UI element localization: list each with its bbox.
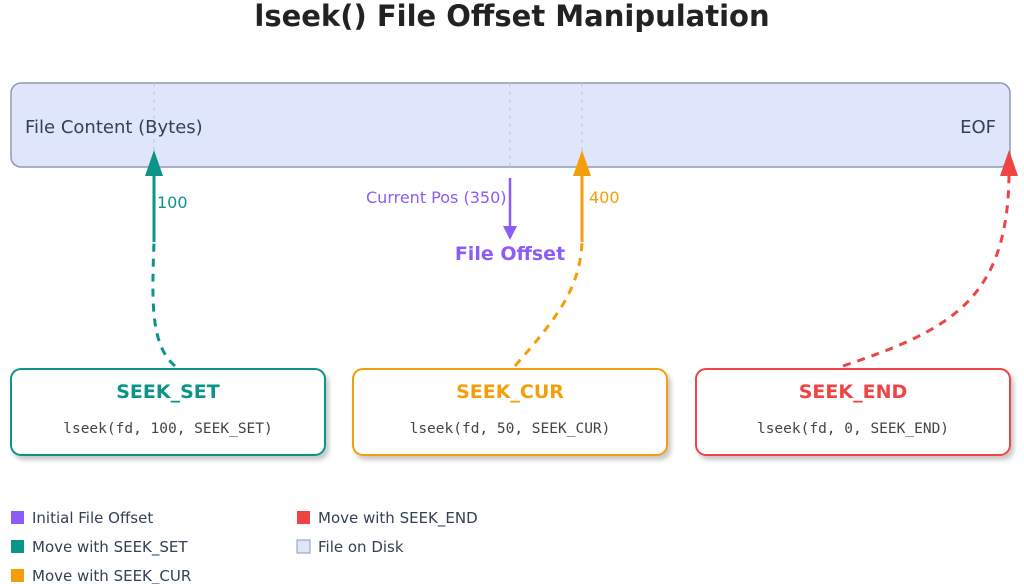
seek-end-box-frame bbox=[695, 368, 1011, 456]
seek-end-box-title: SEEK_END bbox=[799, 381, 908, 403]
legend-swatch-seek-cur bbox=[11, 569, 24, 582]
eof-label: EOF bbox=[960, 117, 996, 138]
seek-cur-box-code: lseek(fd, 50, SEEK_CUR) bbox=[410, 421, 611, 437]
legend: Initial File Offset Move with SEEK_SET M… bbox=[11, 509, 478, 584]
file-offset-label: File Offset bbox=[455, 243, 565, 265]
legend-label-initial: Initial File Offset bbox=[32, 509, 153, 527]
seek-set-box: SEEK_SET lseek(fd, 100, SEEK_SET) bbox=[10, 368, 326, 456]
seek-cur-box-frame bbox=[352, 368, 668, 456]
seek-set-box-title: SEEK_SET bbox=[116, 381, 220, 403]
diagram-title: lseek() File Offset Manipulation bbox=[254, 0, 769, 33]
seek-cur-box: SEEK_CUR lseek(fd, 50, SEEK_CUR) bbox=[352, 368, 668, 456]
legend-label-seek-cur: Move with SEEK_CUR bbox=[32, 567, 191, 584]
seek-end-box-code: lseek(fd, 0, SEEK_END) bbox=[757, 421, 949, 437]
seek-cur-box-title: SEEK_CUR bbox=[456, 381, 564, 403]
file-content-label: File Content (Bytes) bbox=[25, 117, 203, 138]
legend-swatch-file-on-disk bbox=[296, 539, 311, 554]
seek-set-offset-label: 100 bbox=[157, 193, 188, 212]
seek-end-arrowhead bbox=[1000, 150, 1018, 176]
seek-cur-offset-label: 400 bbox=[589, 188, 620, 207]
seek-end-dashed-connector bbox=[842, 173, 1011, 368]
seek-end-box: SEEK_END lseek(fd, 0, SEEK_END) bbox=[695, 368, 1011, 456]
seek-set-box-frame bbox=[10, 368, 326, 456]
seek-set-dashed-connector bbox=[151, 241, 176, 368]
legend-swatch-seek-set bbox=[11, 540, 24, 553]
legend-label-seek-set: Move with SEEK_SET bbox=[32, 538, 188, 557]
legend-label-seek-end: Move with SEEK_END bbox=[318, 509, 478, 528]
seek-cur-dashed-connector bbox=[513, 241, 584, 367]
seek-set-box-code: lseek(fd, 100, SEEK_SET) bbox=[63, 421, 273, 437]
current-pos-label: Current Pos (350) bbox=[366, 188, 507, 207]
legend-swatch-seek-end bbox=[297, 511, 310, 524]
legend-swatch-initial bbox=[11, 511, 24, 524]
current-pos-arrowhead bbox=[503, 226, 517, 240]
legend-label-file-on-disk: File on Disk bbox=[318, 538, 404, 556]
seek-cur-arrowhead bbox=[573, 150, 591, 176]
seek-set-arrowhead bbox=[145, 150, 163, 176]
